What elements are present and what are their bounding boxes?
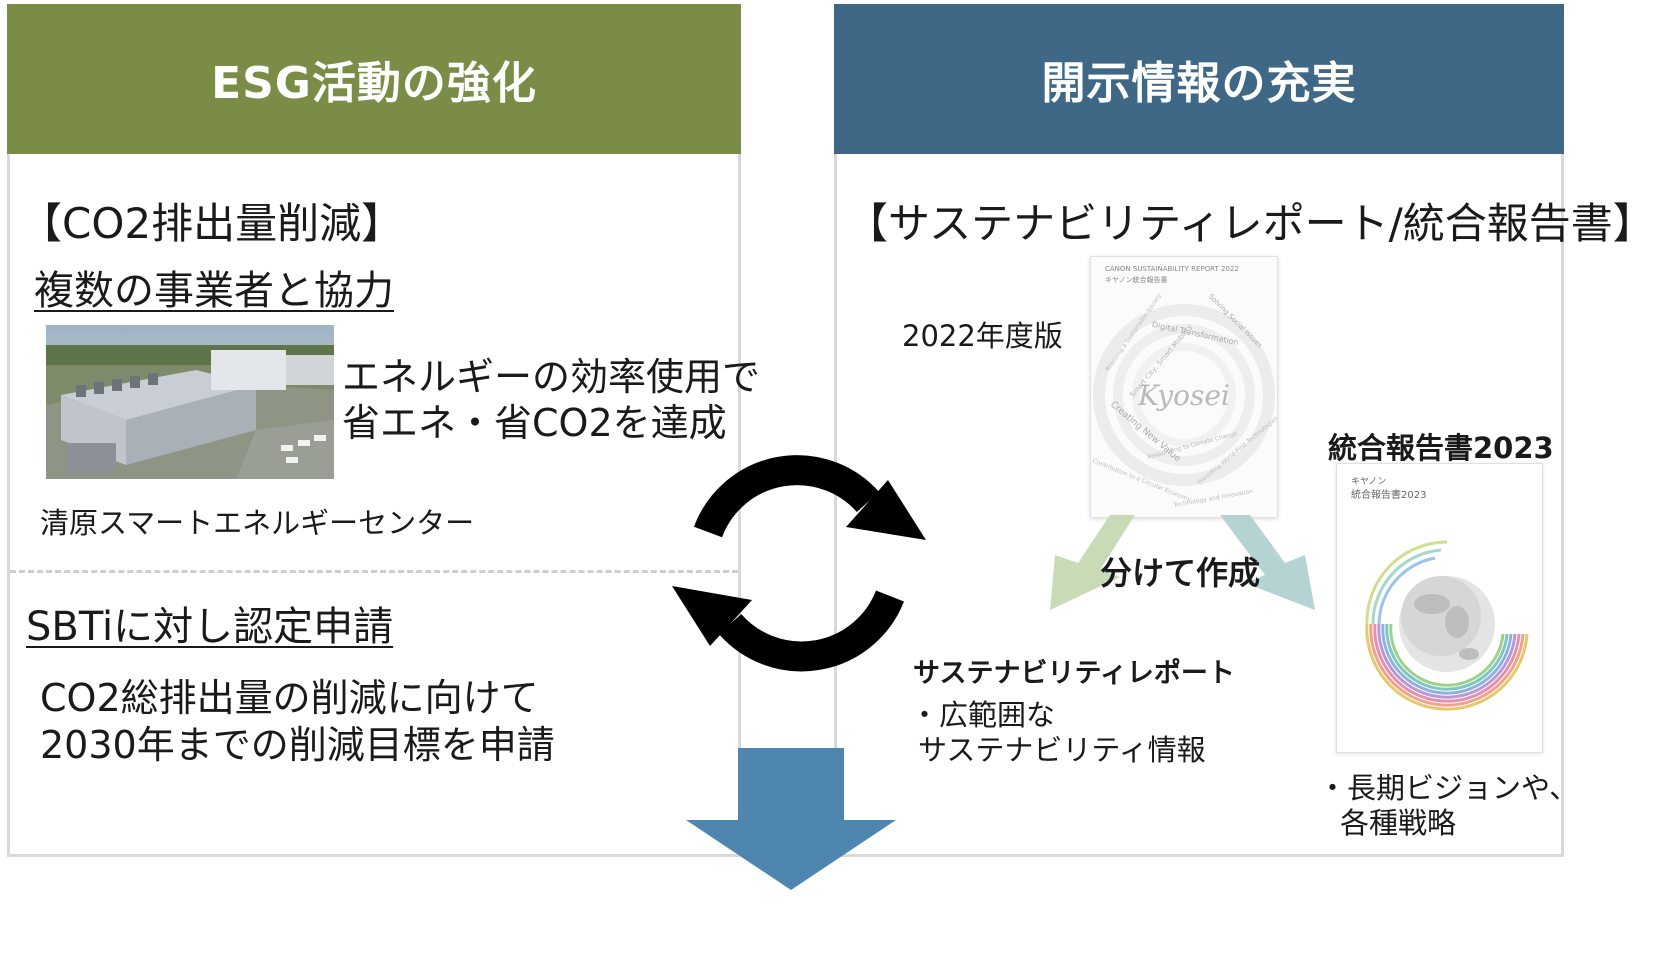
right-header: 開示情報の充実 (834, 4, 1564, 154)
energy-center-photo (46, 325, 334, 479)
down-arrow-icon (686, 748, 896, 890)
sbti-body-line2: 2030年までの削減目標を申請 (40, 723, 555, 767)
cycle-arrows-icon (672, 455, 926, 672)
integrated-report-title: 統合報告書2023 (1328, 431, 1554, 465)
left-section-title: 【CO2排出量削減】 (20, 199, 404, 248)
year-label: 2022年度版 (902, 319, 1063, 353)
cover-title-line2: キヤノン統合報告書 (1105, 276, 1168, 284)
split-label: 分けて作成 (1100, 554, 1261, 592)
photo-caption: 清原スマートエネルギーセンター (40, 506, 475, 540)
efficiency-desc-line1: エネルギーの効率使用で (342, 355, 761, 399)
integrated-point-line1: ・長期ビジョンや、 (1318, 771, 1579, 805)
split-arrow-left (1050, 515, 1135, 610)
integrated-cover-line1: キヤノン (1351, 477, 1387, 487)
split-arrow-icon (1050, 515, 1315, 610)
cover-title-line1: CANON SUSTAINABILITY REPORT 2022 (1105, 265, 1239, 273)
integrated-report-cover: キヤノン 統合報告書2023 (1336, 463, 1543, 753)
sustainability-report-title: サステナビリティレポート (913, 658, 1235, 689)
sbti-subtitle: SBTiに対し認定申請 (26, 604, 394, 650)
left-header: ESG活動の強化 (7, 4, 741, 154)
sustainability-point-line1: ・広範囲な (910, 698, 1056, 732)
cooperation-subtitle: 複数の事業者と協力 (34, 268, 394, 314)
integrated-cover-line2: 統合報告書2023 (1351, 490, 1427, 501)
panel-divider (10, 570, 738, 573)
split-arrow-right (1220, 515, 1315, 610)
sbti-body-line1: CO2総排出量の削減に向けて (40, 676, 539, 720)
efficiency-desc-line2: 省エネ・省CO2を達成 (342, 401, 727, 445)
sustainability-point-line2: サステナビリティ情報 (918, 733, 1206, 767)
cover-center-word: Kyosei (1138, 379, 1230, 412)
sustainability-report-cover: CANON SUSTAINABILITY REPORT 2022 キヤノン統合報… (1090, 256, 1278, 518)
right-section-title: 【サステナビリティレポート/統合報告書】 (846, 199, 1655, 248)
integrated-point-line2: 各種戦略 (1340, 806, 1457, 840)
